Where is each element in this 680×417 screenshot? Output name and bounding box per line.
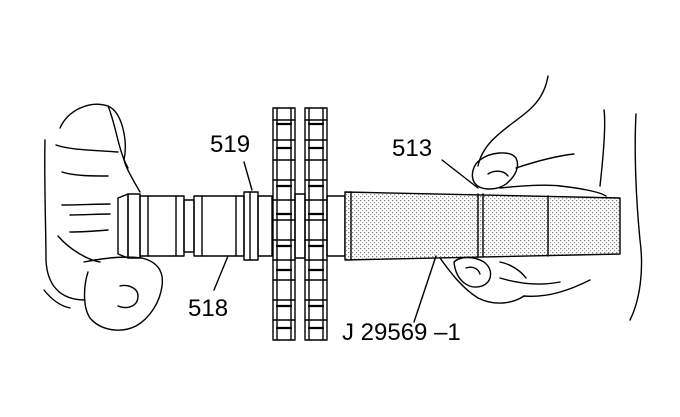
right-hand	[439, 75, 643, 321]
shaft-collar	[326, 195, 346, 257]
sprocket-gear-2	[304, 107, 328, 341]
leader-lines	[213, 159, 479, 323]
sprocket-gear-1	[272, 107, 296, 341]
left-hand	[43, 103, 164, 331]
shaft-518	[117, 191, 273, 261]
callout-513: 513	[392, 135, 432, 162]
tool-sleeve	[344, 191, 621, 261]
leader-519	[243, 161, 253, 191]
leader-tool	[413, 255, 437, 323]
sprocket-hub	[294, 193, 306, 259]
leader-513	[441, 159, 479, 189]
callout-518: 518	[188, 295, 228, 322]
callout-tool-number: J 29569 –1	[342, 319, 461, 346]
callout-519: 519	[210, 131, 250, 158]
leader-518	[213, 255, 229, 291]
